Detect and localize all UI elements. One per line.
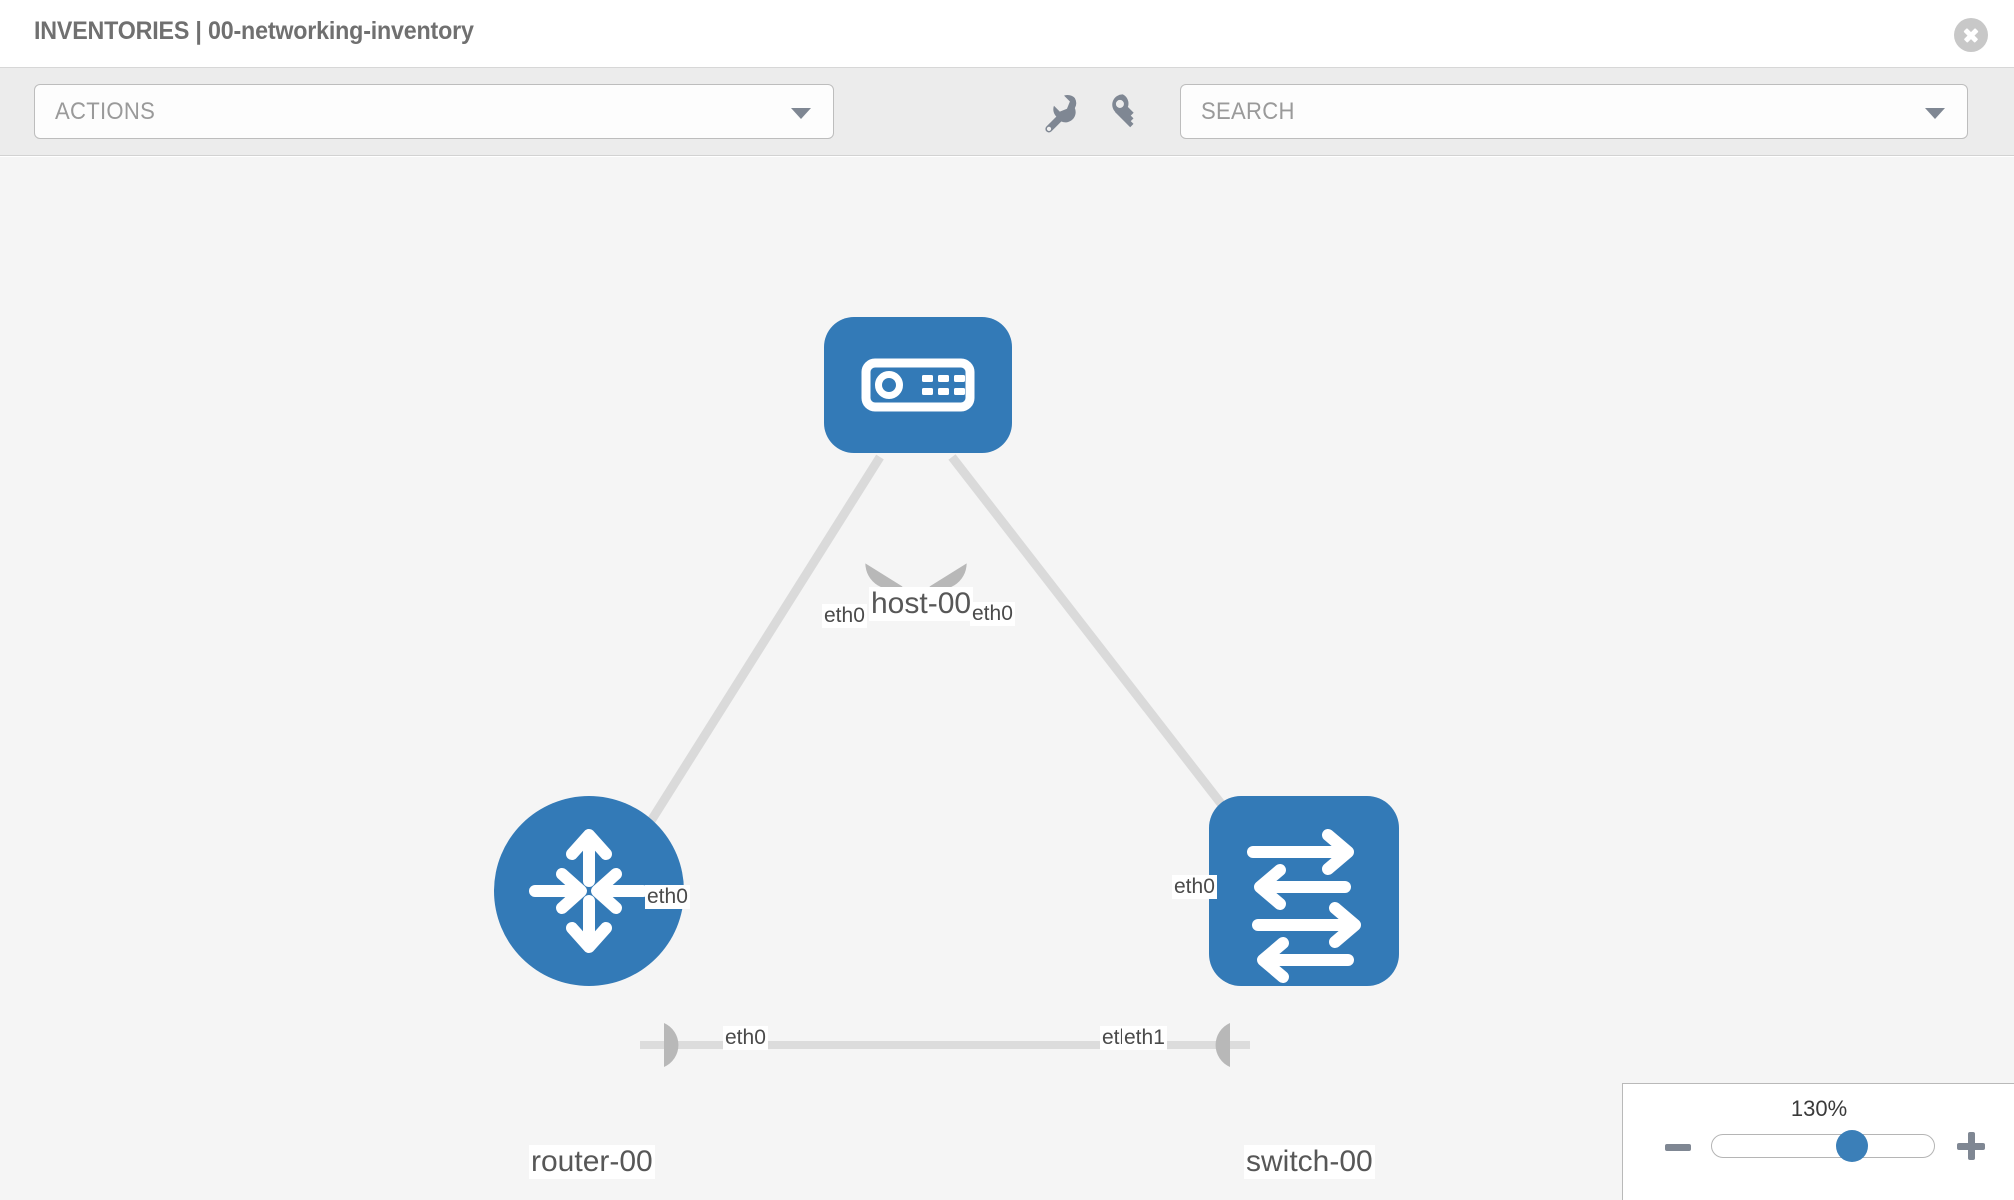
node-host-00 <box>824 317 1012 453</box>
actions-dropdown[interactable]: ACTIONS <box>34 84 834 139</box>
connector-router00-right <box>664 1023 679 1067</box>
router-arrows-icon <box>529 829 649 953</box>
close-icon[interactable] <box>1954 18 1988 52</box>
toolbar: ACTIONS SEARCH <box>0 68 2014 156</box>
edge-label-router00-uplink-if: eth0 <box>645 885 690 910</box>
topology-links <box>623 454 1268 1049</box>
node-label-switch-00: switch-00 <box>1244 1145 1375 1179</box>
node-label-router-00: router-00 <box>529 1145 655 1179</box>
topology-graph <box>494 317 1399 1067</box>
link-host00-switch00 <box>948 454 1268 862</box>
plus-icon[interactable] <box>1957 1132 1985 1160</box>
search-input[interactable]: SEARCH <box>1180 84 1968 139</box>
connector-host00-right <box>929 563 967 590</box>
connector-host00-left <box>865 563 903 590</box>
topology-connectors <box>664 563 1261 1067</box>
zoom-control-panel: 130% <box>1622 1083 2014 1200</box>
key-icon[interactable] <box>1106 90 1150 134</box>
page-header: INVENTORIES | 00-networking-inventory <box>0 0 2014 68</box>
wrench-icon[interactable] <box>1038 90 1082 134</box>
topology-canvas[interactable]: eth0 host-00 eth0 eth0 eth0 eth0 eth0 et… <box>0 157 2014 1200</box>
switch-arrows-icon <box>1247 829 1361 983</box>
link-host00-router00 <box>623 454 884 862</box>
node-label-host-00: host-00 <box>869 587 974 621</box>
search-placeholder: SEARCH <box>1201 98 1295 125</box>
zoom-level-label: 130% <box>1790 1096 1848 1121</box>
page-title: INVENTORIES | 00-networking-inventory <box>34 17 474 45</box>
edge-label-router00-eth0: eth0 <box>723 1026 768 1051</box>
connector-switch00-left <box>1215 1023 1230 1067</box>
edge-label-switch00-eth1: eth1 <box>1122 1026 1167 1051</box>
actions-dropdown-label: ACTIONS <box>55 98 156 125</box>
node-switch-00 <box>1209 796 1399 986</box>
edge-label-host00-switch00-if: eth0 <box>970 602 1015 627</box>
chevron-down-icon <box>791 108 811 119</box>
edge-label-switch00-uplink-if: eth0 <box>1172 875 1217 900</box>
chevron-down-icon <box>1925 108 1945 119</box>
minus-icon[interactable] <box>1665 1144 1691 1151</box>
node-router-00 <box>494 796 684 986</box>
zoom-slider[interactable] <box>1711 1134 1935 1158</box>
edge-label-host00-router00-if: eth0 <box>822 604 867 629</box>
zoom-slider-handle[interactable] <box>1836 1130 1868 1162</box>
host-device-icon <box>861 358 975 412</box>
